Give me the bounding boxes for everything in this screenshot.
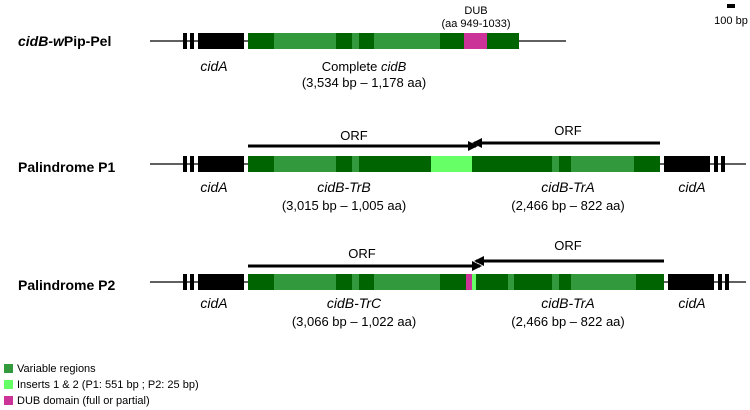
- orf-label: ORF: [554, 238, 582, 253]
- row-label-palindrome-p1: Palindrome P1: [18, 159, 115, 175]
- legend-item-dub-domain: DUB domain (full or partial): [4, 395, 150, 407]
- gene-detail-cidB-TrC: (3,066 bp – 1,022 aa): [292, 314, 416, 329]
- gene-label-cidA: cidA: [200, 295, 227, 311]
- orf-label: ORF: [340, 128, 368, 143]
- gene-detail-complete-cidB: (3,534 bp – 1,178 aa): [302, 75, 426, 90]
- variable-region: [274, 33, 336, 49]
- legend-label: Inserts 1 & 2 (P1: 551 bp ; P2: 25 bp): [17, 379, 199, 391]
- orf-label: ORF: [554, 123, 582, 138]
- gene-label-cidB-TrC: cidB-TrC: [327, 295, 382, 311]
- cidA-gene: [664, 156, 725, 172]
- row-palindrome-p2: Palindrome P2 ORF ORF: [18, 238, 746, 329]
- gene-detail-cidB-TrA: (2,466 bp – 822 aa): [511, 314, 624, 329]
- cidA-gene: [183, 274, 244, 290]
- insert-region: [472, 274, 476, 290]
- legend-item-inserts: Inserts 1 & 2 (P1: 551 bp ; P2: 25 bp): [4, 379, 199, 391]
- legend-swatch: [4, 364, 13, 373]
- legend-label: DUB domain (full or partial): [17, 395, 150, 407]
- gene-label-cidB-TrA: cidB-TrA: [541, 179, 594, 195]
- variable-region: [274, 156, 336, 172]
- legend-swatch: [4, 396, 13, 405]
- gene-label-complete-cidB: Complete cidB: [322, 59, 407, 74]
- gene-label-cidA: cidA: [678, 179, 705, 195]
- cidA-gene: [668, 274, 729, 290]
- scale-bar-label: 100 bp: [714, 15, 748, 27]
- variable-region: [508, 274, 514, 290]
- insert-region: [431, 156, 472, 172]
- gene-label-cidB-TrB: cidB-TrB: [317, 179, 370, 195]
- variable-region: [374, 33, 440, 49]
- dub-domain-partial: [466, 274, 472, 290]
- cidB-TrC-gene: [248, 274, 466, 290]
- variable-region: [352, 33, 359, 49]
- gene-label-cidA: cidA: [200, 179, 227, 195]
- dub-range: (aa 949-1033): [441, 18, 510, 30]
- row-label-cidB-wPip-Pel: cidB-wPip-Pel: [18, 33, 111, 49]
- row-label-palindrome-p2: Palindrome P2: [18, 277, 115, 293]
- variable-region: [571, 274, 636, 290]
- row-cidB-wPip-Pel: cidB-wPip-Pel DUB (aa 949-1033) cidA Com…: [18, 5, 566, 90]
- legend: Variable regions Inserts 1 & 2 (P1: 551 …: [4, 363, 199, 407]
- cidB-complete-gene: [248, 33, 519, 49]
- dub-title: DUB: [464, 5, 487, 17]
- gene-label-cidA: cidA: [678, 295, 705, 311]
- gene-detail-cidB-TrA: (2,466 bp – 822 aa): [511, 198, 624, 213]
- orf-label: ORF: [348, 246, 376, 261]
- variable-region: [571, 156, 634, 172]
- dub-domain: [464, 33, 487, 49]
- gene-label-cidB-TrA: cidB-TrA: [541, 295, 594, 311]
- gene-label-cidA: cidA: [200, 58, 227, 74]
- cidA-gene: [183, 156, 244, 172]
- variable-region: [274, 274, 336, 290]
- row-palindrome-p1: Palindrome P1 ORF ORF cidA cidB-Tr: [18, 123, 746, 213]
- cidB-TrB-gene: [248, 156, 431, 172]
- variable-region: [552, 274, 559, 290]
- legend-label: Variable regions: [17, 363, 96, 375]
- cidA-gene: [183, 33, 244, 49]
- variable-region: [374, 274, 440, 290]
- variable-region: [352, 274, 359, 290]
- scale-bar: [727, 4, 735, 8]
- variable-region: [352, 156, 359, 172]
- gene-detail-cidB-TrB: (3,015 bp – 1,005 aa): [282, 198, 406, 213]
- cidB-TrA-gene: [472, 156, 660, 172]
- variable-region: [552, 156, 559, 172]
- legend-item-variable-regions: Variable regions: [4, 363, 96, 375]
- legend-swatch: [4, 380, 13, 389]
- cidB-TrA-gene: [476, 274, 664, 290]
